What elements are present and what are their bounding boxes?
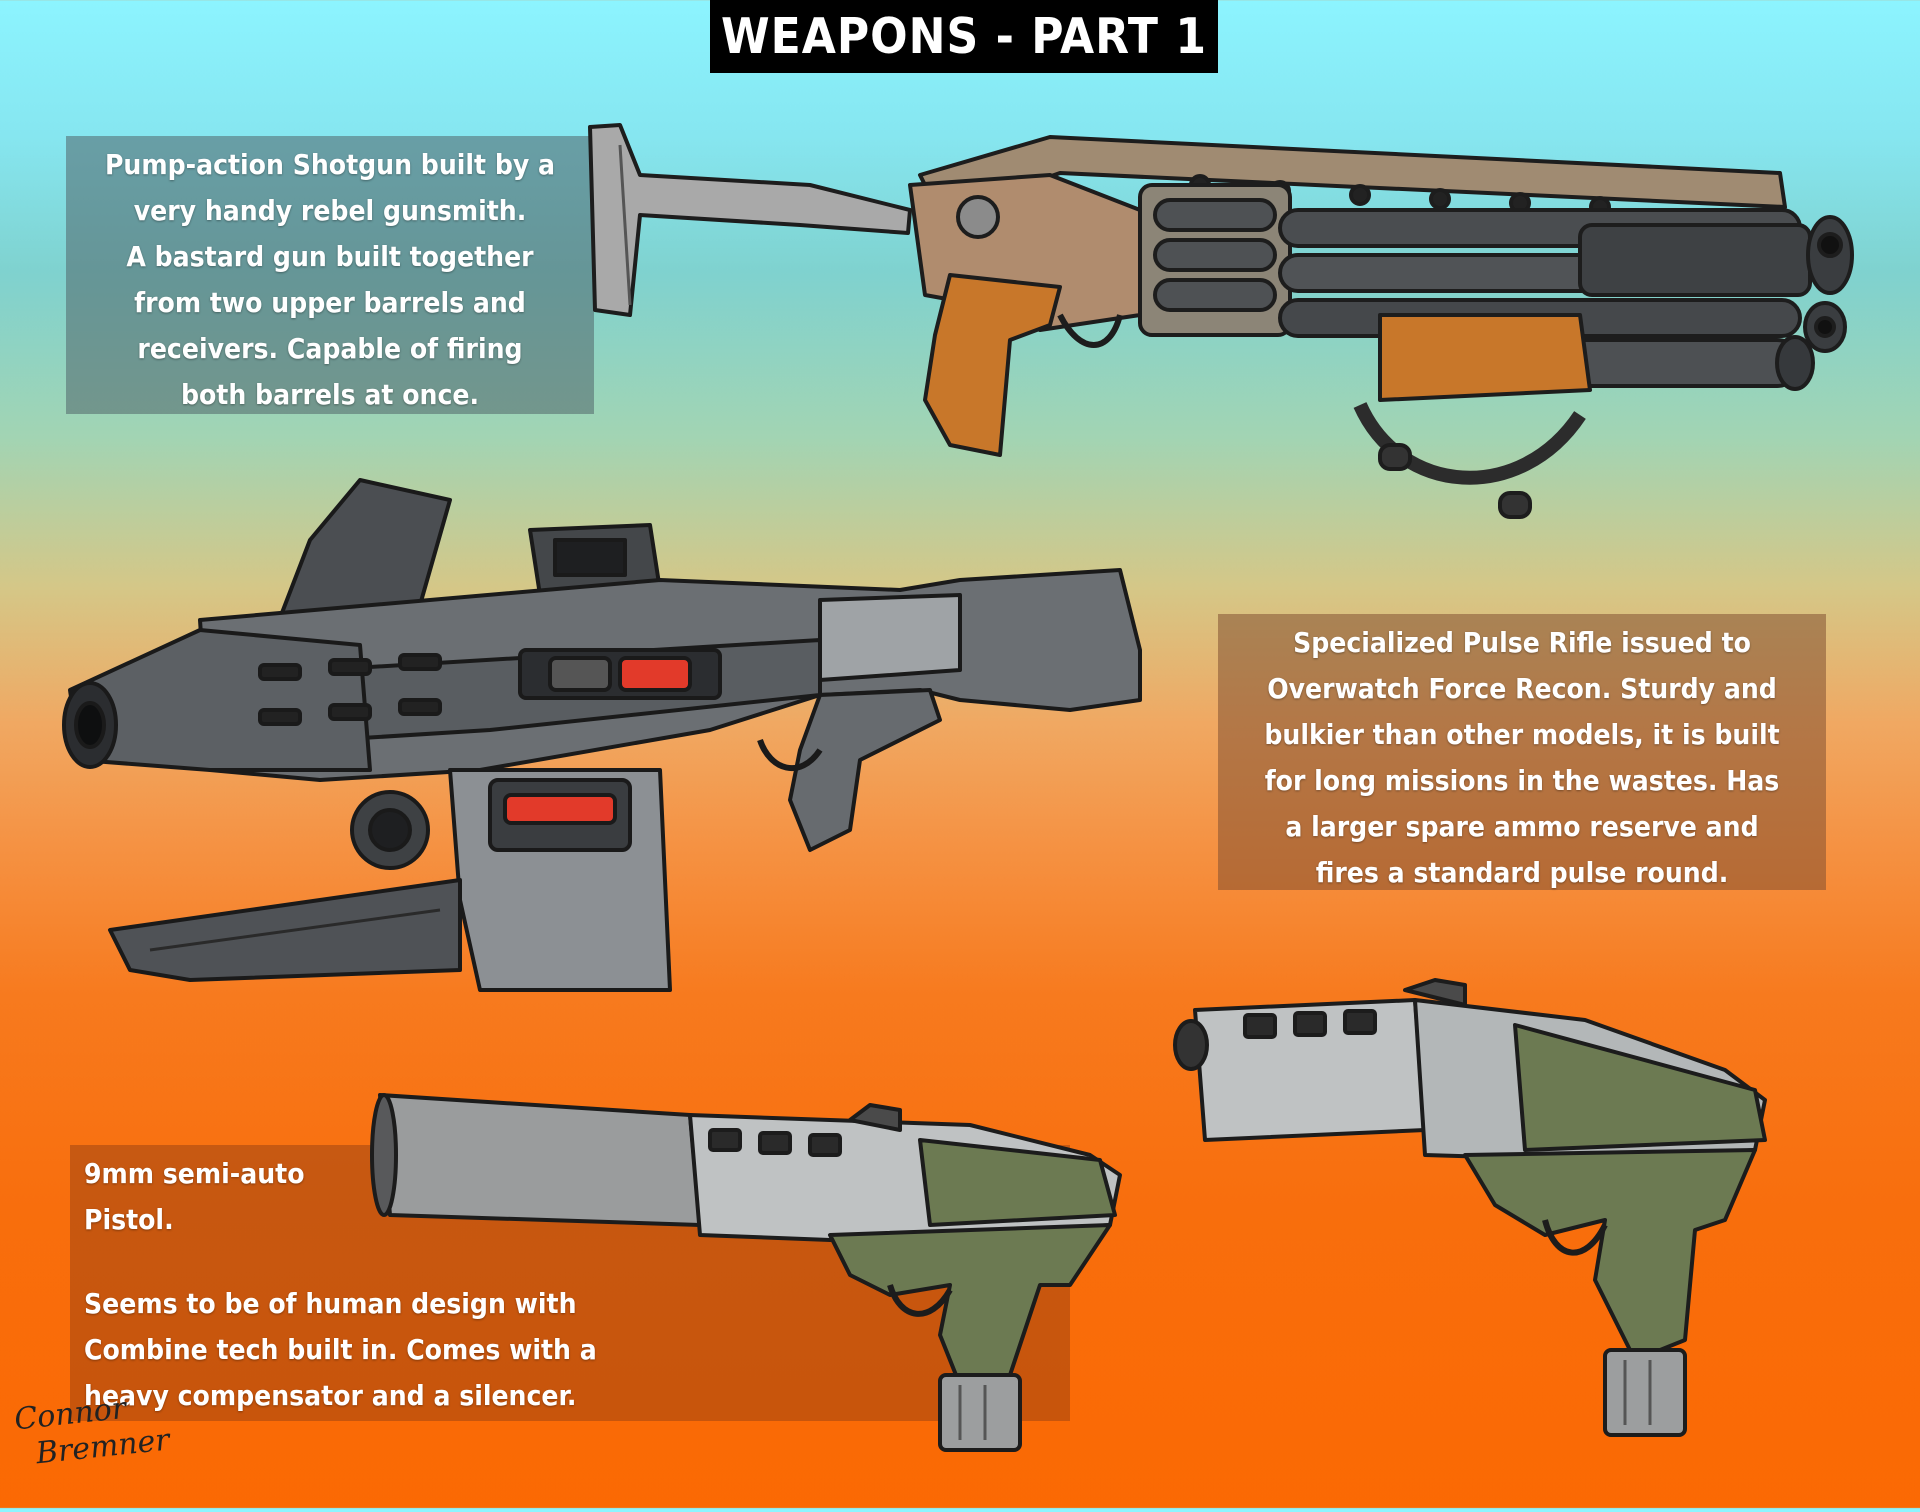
shotgun-caption-line: both barrels at once.: [180, 378, 480, 411]
rifle-caption-line: bulkier than other models, it is built: [1264, 718, 1780, 751]
rifle-caption-line: for long missions in the wastes. Has: [1264, 764, 1780, 797]
rifle-caption-line: Specialized Pulse Rifle issued to: [1293, 626, 1751, 659]
page-title: WEAPONS - PART 1: [710, 0, 1218, 73]
shotgun-caption-line: receivers. Capable of firing: [137, 332, 523, 365]
rifle-caption: Specialized Pulse Rifle issued to Overwa…: [1218, 614, 1826, 890]
pistol-caption-line: heavy compensator and a silencer.: [84, 1379, 577, 1412]
shotgun-caption-line: A bastard gun built together: [126, 240, 534, 273]
pistol-caption-title: Pistol.: [84, 1203, 174, 1236]
pistol-caption-line: Combine tech built in. Comes with a: [84, 1333, 597, 1366]
artist-signature: Connor Bremner: [13, 1388, 172, 1512]
pistol-caption-title: 9mm semi-auto: [84, 1157, 305, 1190]
pistol-caption-line: Seems to be of human design with: [84, 1287, 577, 1320]
pulse-rifle-illustration: [62, 478, 1142, 992]
compensated-pistol-illustration: [1173, 978, 1767, 1437]
shotgun-caption-line: from two upper barrels and: [134, 286, 526, 319]
shotgun-caption-line: Pump-action Shotgun built by a: [104, 148, 556, 181]
rifle-caption-line: a larger spare ammo reserve and: [1285, 810, 1759, 843]
silenced-pistol-illustration: [370, 1093, 1122, 1452]
shotgun-caption: Pump-action Shotgun built by a very hand…: [66, 136, 594, 414]
shotgun-caption-line: very handy rebel gunsmith.: [133, 194, 527, 227]
rifle-caption-line: Overwatch Force Recon. Sturdy and: [1267, 672, 1777, 705]
rifle-caption-line: fires a standard pulse round.: [1315, 856, 1729, 889]
shotgun-illustration: [588, 123, 1854, 519]
